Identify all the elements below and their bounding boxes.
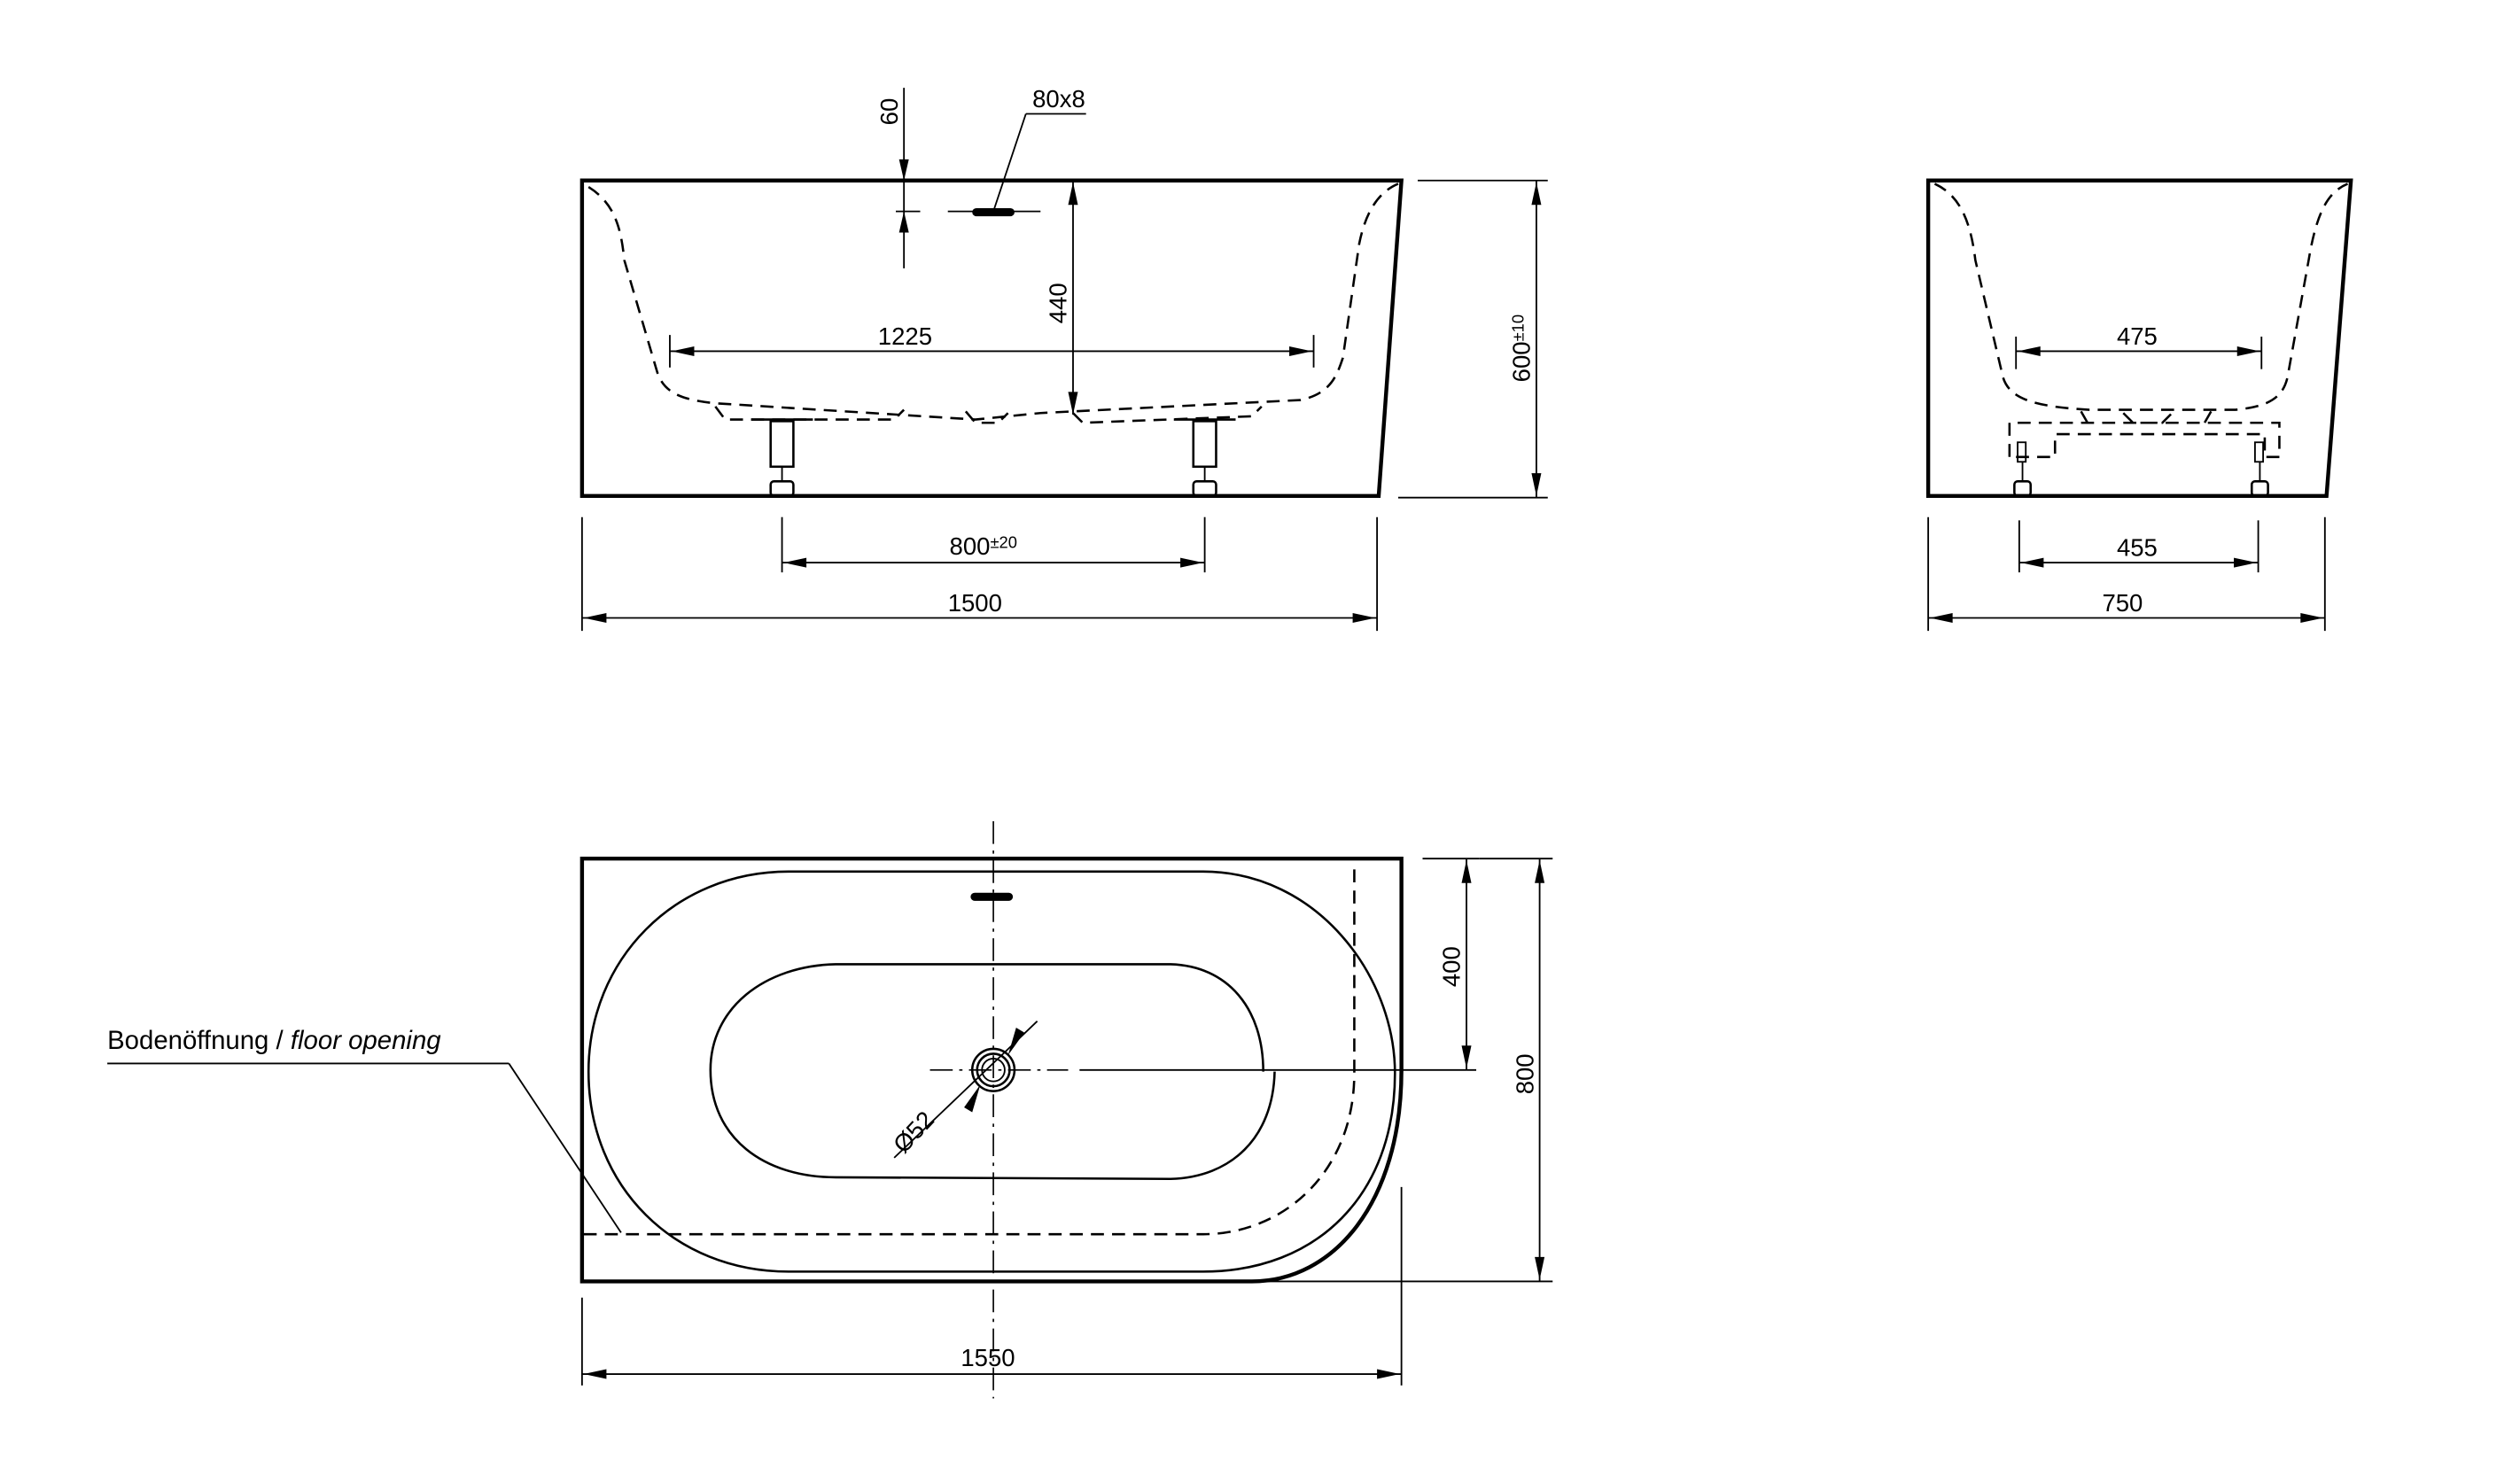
plan-view-outline <box>579 856 1404 1284</box>
foot-right-icon <box>1173 418 1236 498</box>
dim-inner-length: 1225 <box>878 322 932 350</box>
plan-view-basin <box>709 963 1276 1181</box>
plan-view: Ø52 400 800 1550 Bodenöffnung / floor op… <box>107 820 1553 1399</box>
front-view: 60 80x8 440 1225 600±10 800±20 <box>579 85 1548 632</box>
plan-overflow-slot-icon <box>970 892 1014 901</box>
dim-height: 600±10 <box>1508 314 1536 382</box>
floor-opening-outline <box>583 861 1356 1236</box>
front-view-drain-profile <box>714 405 1263 424</box>
dim-overall-width-plan: 800 <box>1511 1053 1538 1094</box>
dim-overall-width-side: 750 <box>2102 589 2143 617</box>
front-view-basin-profile <box>587 182 1399 421</box>
side-foot-right-icon <box>2250 441 2269 498</box>
plan-view-rim <box>587 870 1396 1273</box>
dim-feet-spacing: 800±20 <box>950 532 1017 560</box>
dim-overflow-size: 80x8 <box>1032 85 1085 113</box>
foot-left-icon <box>751 418 813 498</box>
dim-inner-width: 475 <box>2117 322 2158 350</box>
dim-drain-diameter: Ø52 <box>888 1106 939 1158</box>
side-view-basin-profile <box>1933 182 2349 411</box>
floor-opening-label: Bodenöffnung / floor opening <box>107 1026 441 1055</box>
dim-drain-offset: 400 <box>1438 946 1466 987</box>
dim-inner-depth: 440 <box>1045 283 1072 323</box>
dim-overall-length: 1500 <box>948 589 1002 617</box>
dim-side-feet-spacing: 455 <box>2117 534 2158 562</box>
dim-overall-length-plan: 1550 <box>961 1344 1015 1371</box>
front-view-outline <box>579 178 1404 499</box>
side-view: 475 455 750 <box>1925 178 2353 632</box>
side-view-outline <box>1925 178 2353 499</box>
dim-overflow-offset: 60 <box>875 98 903 126</box>
drain-icon <box>970 1047 1016 1092</box>
side-foot-left-icon <box>2013 441 2032 498</box>
